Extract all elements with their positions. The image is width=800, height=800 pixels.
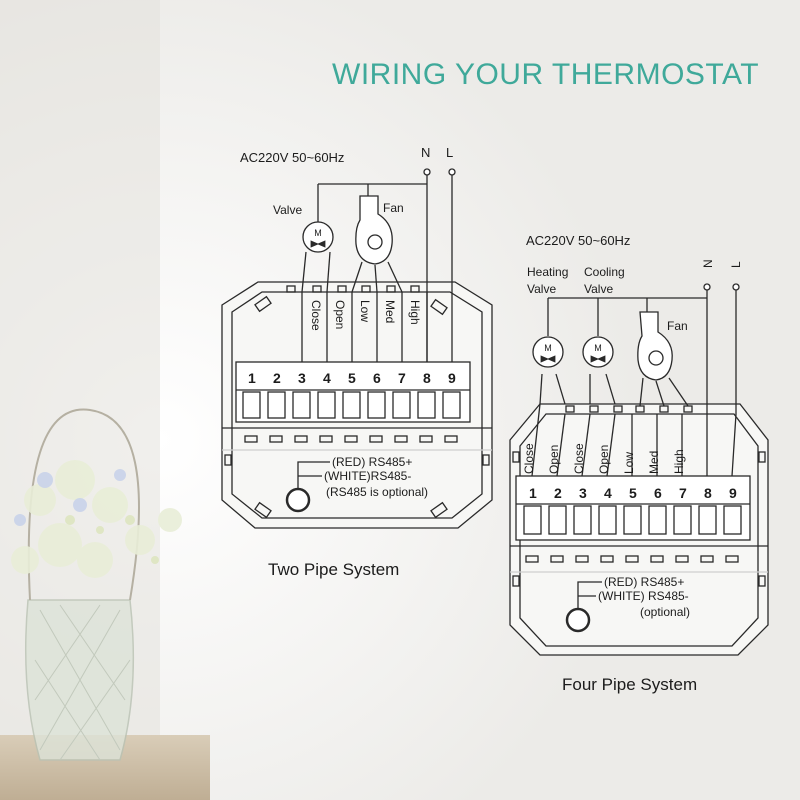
- two-pipe-valve-motor-icon: [302, 221, 334, 253]
- two-pipe-fan-label: Fan: [383, 201, 404, 215]
- two-pipe-terminal-labels: Close Open Low Med High: [309, 300, 422, 331]
- two-pipe-terminal-label: Med: [383, 300, 397, 323]
- four-pipe-cooling-valve-icon: [582, 336, 614, 368]
- four-pipe-terminal-slots: [523, 505, 742, 535]
- four-pipe-live-label: L: [729, 261, 743, 268]
- four-pipe-rs485-port: [565, 607, 591, 633]
- four-pipe-heating-label: Heating: [527, 265, 568, 279]
- four-pipe-terminal-numbers: 1 2 3 4 5 6 7 8 9: [529, 485, 737, 501]
- two-pipe-terminal-number: 9: [448, 370, 456, 386]
- two-pipe-corner-tab: [430, 501, 448, 519]
- two-pipe-terminal-number: 6: [373, 370, 381, 386]
- four-pipe-terminal-label: Close: [572, 443, 586, 474]
- two-pipe-corner-tab: [430, 298, 448, 316]
- four-pipe-power-label: AC220V 50~60Hz: [526, 233, 630, 248]
- four-pipe-terminal-label: High: [672, 449, 686, 474]
- two-pipe-terminal-number: 1: [248, 370, 256, 386]
- four-pipe-terminal-number: 8: [704, 485, 712, 501]
- four-pipe-terminal-block: [515, 475, 751, 541]
- two-pipe-inner-frame: [231, 291, 483, 519]
- four-pipe-rs485-white: (WHITE) RS485-: [598, 589, 689, 603]
- two-pipe-power-label: AC220V 50~60Hz: [240, 150, 344, 165]
- four-pipe-cooling-valve-label: Valve: [584, 282, 613, 296]
- four-pipe-terminal-label: Close: [522, 443, 536, 474]
- two-pipe-terminal-label: Close: [309, 300, 323, 331]
- four-pipe-terminal-number: 1: [529, 485, 537, 501]
- two-pipe-terminal-number: 5: [348, 370, 356, 386]
- four-pipe-system: [509, 283, 769, 656]
- two-pipe-terminal-number: 2: [273, 370, 281, 386]
- two-pipe-valve-label: Valve: [273, 203, 302, 217]
- two-pipe-system: [221, 168, 493, 529]
- two-pipe-corner-tab: [254, 295, 272, 313]
- two-pipe-terminal-label: Low: [358, 300, 372, 322]
- four-pipe-cooling-valve-symbol: M: [594, 343, 602, 353]
- four-pipe-terminal-labels: Close Open Close Open Low Med High: [522, 443, 686, 474]
- four-pipe-terminal-number: 5: [629, 485, 637, 501]
- four-pipe-terminal-number: 7: [679, 485, 687, 501]
- four-pipe-bottom-pins: [525, 555, 739, 563]
- four-pipe-rs485-note: (optional): [640, 605, 690, 619]
- two-pipe-rs485-red: (RED) RS485+: [332, 455, 412, 469]
- four-pipe-heating-valve-symbol: M: [544, 343, 552, 353]
- four-pipe-terminal-number: 4: [604, 485, 612, 501]
- two-pipe-live-terminal-dot: [448, 168, 456, 176]
- four-pipe-terminal-number: 3: [579, 485, 587, 501]
- two-pipe-terminal-numbers: 1 2 3 4 5 6 7 8 9: [248, 370, 456, 386]
- two-pipe-terminal-label: High: [408, 300, 422, 325]
- two-pipe-neutral-label: N: [421, 145, 430, 160]
- four-pipe-terminal-number: 6: [654, 485, 662, 501]
- two-pipe-rs485-note: (RS485 is optional): [326, 485, 428, 499]
- two-pipe-corner-tab: [254, 501, 272, 519]
- four-pipe-terminal-label: Med: [647, 451, 661, 474]
- four-pipe-fan-icon: [637, 311, 673, 381]
- page-title: WIRING YOUR THERMOSTAT: [332, 58, 760, 91]
- two-pipe-terminal-number: 3: [298, 370, 306, 386]
- four-pipe-caption: Four Pipe System: [562, 675, 697, 694]
- two-pipe-fan-icon: [355, 195, 393, 265]
- four-pipe-rs485-red: (RED) RS485+: [604, 575, 684, 589]
- two-pipe-terminal-number: 4: [323, 370, 331, 386]
- two-pipe-live-label: L: [446, 145, 453, 160]
- four-pipe-neutral-label: N: [701, 259, 715, 268]
- two-pipe-terminal-number: 7: [398, 370, 406, 386]
- four-pipe-terminal-label: Open: [597, 445, 611, 474]
- four-pipe-terminal-label: Low: [622, 452, 636, 474]
- two-pipe-top-pins: [286, 285, 420, 293]
- two-pipe-caption: Two Pipe System: [268, 560, 399, 579]
- four-pipe-terminal-number: 2: [554, 485, 562, 501]
- four-pipe-fan-label: Fan: [667, 319, 688, 333]
- four-pipe-neutral-terminal-dot: [703, 283, 711, 291]
- two-pipe-terminal-number: 8: [423, 370, 431, 386]
- four-pipe-cooling-label: Cooling: [584, 265, 625, 279]
- two-pipe-neutral-terminal-dot: [423, 168, 431, 176]
- four-pipe-inner-frame: [519, 413, 759, 647]
- flower-vase: [11, 408, 182, 761]
- four-pipe-terminal-label: Open: [547, 445, 561, 474]
- four-pipe-heating-valve-icon: [532, 336, 564, 368]
- two-pipe-valve-symbol: M: [314, 228, 322, 238]
- two-pipe-rs485-port: [285, 487, 311, 513]
- two-pipe-bottom-pins: [244, 435, 458, 443]
- four-pipe-terminal-number: 9: [729, 485, 737, 501]
- four-pipe-heating-valve-label: Valve: [527, 282, 556, 296]
- two-pipe-terminal-slots: [242, 391, 461, 419]
- two-pipe-rs485-white: (WHITE)RS485-: [324, 469, 411, 483]
- four-pipe-live-terminal-dot: [732, 283, 740, 291]
- two-pipe-terminal-label: Open: [333, 300, 347, 329]
